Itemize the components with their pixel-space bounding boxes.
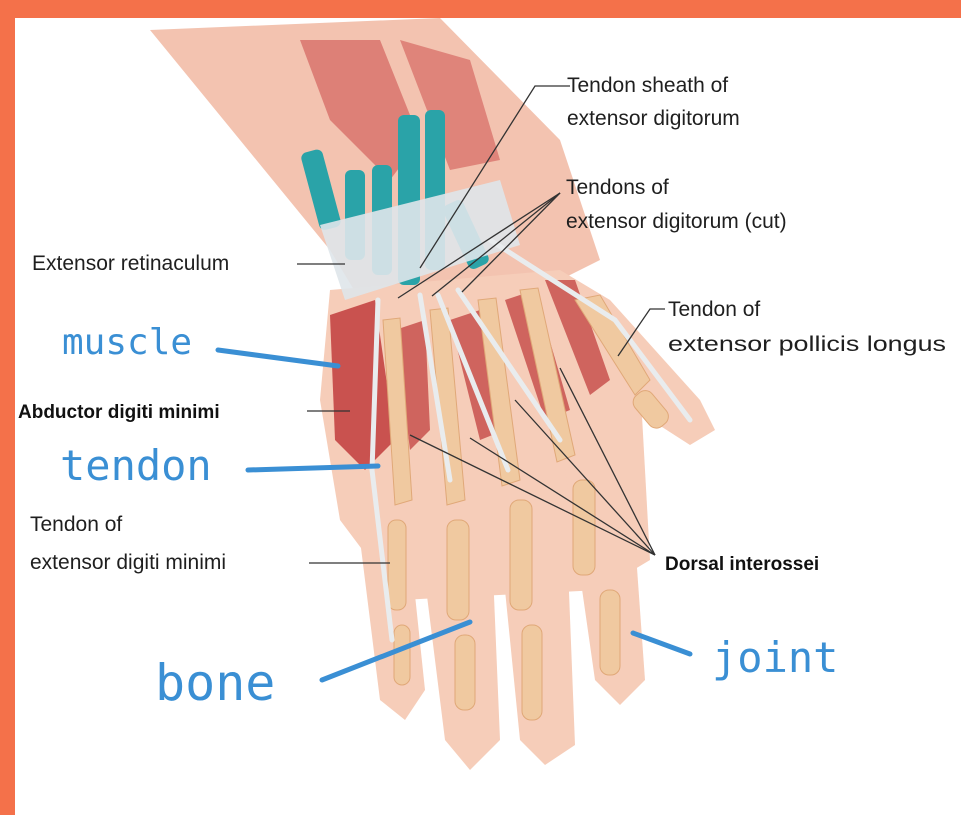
label-abductor-digiti-minimi: Abductor digiti minimi <box>18 402 220 423</box>
annotation-tendon: tendon <box>60 441 212 490</box>
hand-anatomy-diagram: Tendon sheath of extensor digitorum Tend… <box>15 18 961 815</box>
label-tendons-cut-line1: Tendons of <box>566 176 669 199</box>
annotation-muscle: muscle <box>62 322 192 363</box>
label-tendon-digiti-minimi-line2: extensor digiti minimi <box>30 551 226 574</box>
diagram-frame: Tendon sheath of extensor digitorum Tend… <box>15 18 961 815</box>
annotation-joint: joint <box>712 633 838 682</box>
label-tendon-digiti-minimi-line1: Tendon of <box>30 513 122 536</box>
annotation-bone: bone <box>155 654 275 712</box>
muscle-pointer <box>218 350 338 366</box>
label-dorsal-interossei: Dorsal interossei <box>665 554 819 575</box>
label-tendon-sheath-line2: extensor digitorum <box>567 107 740 130</box>
label-tendon-pollicis-line1: Tendon of <box>668 298 760 321</box>
label-tendon-sheath-line1: Tendon sheath of <box>567 74 728 97</box>
label-tendon-pollicis-line2: extensor pollicis longus <box>668 333 946 356</box>
label-tendons-cut-line2: extensor digitorum (cut) <box>566 210 787 233</box>
label-extensor-retinaculum: Extensor retinaculum <box>32 252 229 275</box>
